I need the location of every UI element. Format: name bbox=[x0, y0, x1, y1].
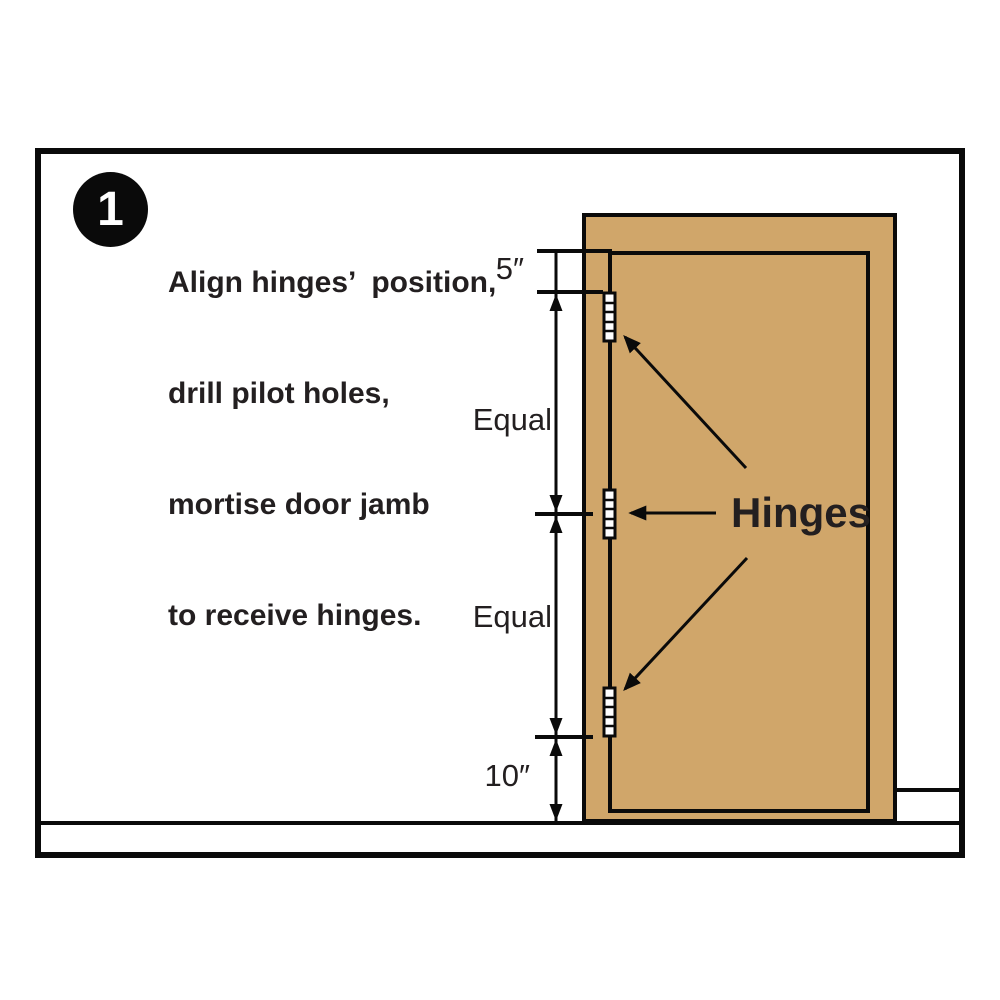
dimension-lines bbox=[535, 249, 612, 823]
instruction-line: Align hinges’ position, bbox=[168, 266, 497, 299]
hinge-top bbox=[602, 291, 617, 343]
hinge-arrow-bottom bbox=[623, 556, 749, 691]
arrowhead-up bbox=[549, 294, 563, 311]
arrowhead-up bbox=[549, 739, 563, 756]
hinge-middle bbox=[602, 488, 617, 540]
step-number-badge: 1 bbox=[73, 172, 148, 247]
hinge-bottom bbox=[602, 686, 617, 738]
instruction-line: to receive hinges. bbox=[168, 599, 422, 632]
hinge-leader-arrows bbox=[623, 335, 749, 691]
hinge-arrow-top bbox=[623, 335, 748, 470]
dimension-label-10in: 10″ bbox=[484, 758, 530, 793]
arrowhead-down bbox=[549, 718, 563, 735]
instruction-line: drill pilot holes, bbox=[168, 377, 390, 410]
step-number: 1 bbox=[97, 183, 124, 236]
arrowhead-down bbox=[549, 495, 563, 512]
dimension-label-equal-lower: Equal bbox=[472, 599, 552, 634]
instruction-text: Align hinges’ position, drill pilot hole… bbox=[168, 190, 496, 708]
arrowhead-up bbox=[549, 516, 563, 533]
hinges-label: Hinges bbox=[731, 489, 872, 536]
dimension-label-equal-upper: Equal bbox=[472, 402, 552, 437]
dimension-label-5in: 5″ bbox=[495, 251, 524, 286]
instruction-line: mortise door jamb bbox=[168, 488, 430, 521]
arrowhead-down bbox=[549, 804, 563, 821]
